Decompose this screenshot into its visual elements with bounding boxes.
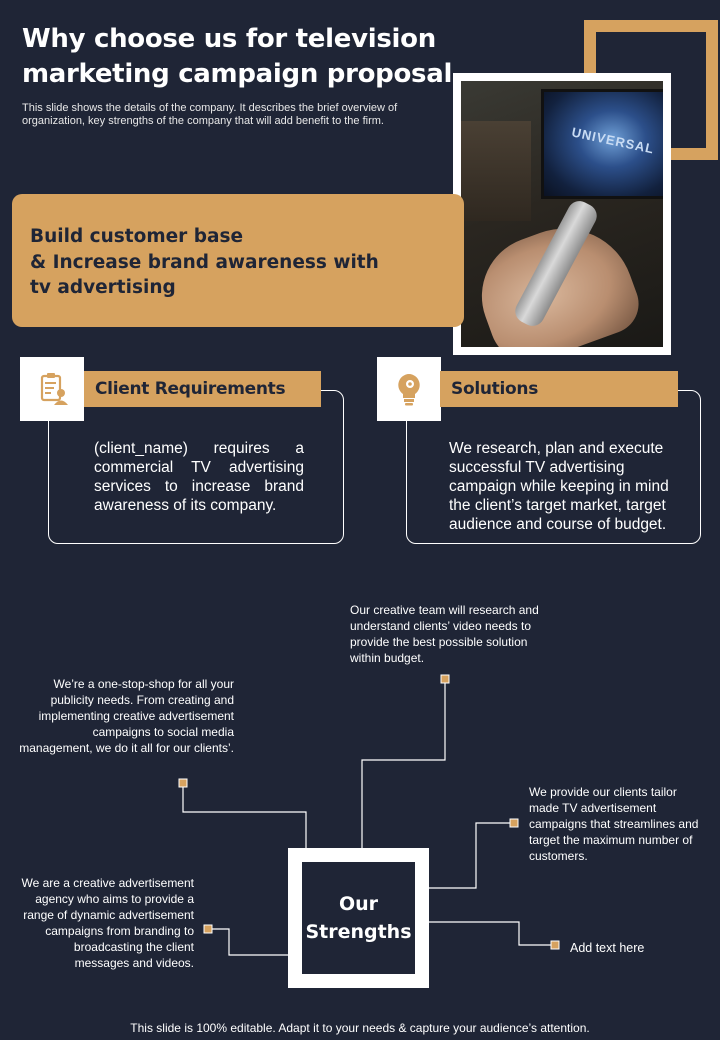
our-strengths-box: Our Strengths	[288, 848, 429, 988]
banner-line-3: tv advertising	[30, 277, 176, 298]
banner-line-1: Build customer base	[30, 226, 244, 247]
slide-footer: This slide is 100% editable. Adapt it to…	[130, 1021, 590, 1035]
client-requirements-icon-box	[20, 357, 84, 421]
solutions-text: We research, plan and execute successful…	[449, 440, 669, 533]
photo-content: UNIVERSAL	[461, 81, 663, 347]
photo-tv-screen	[541, 89, 663, 199]
marker-left-bottom	[203, 924, 213, 934]
strength-note-right: We provide our clients tailor made TV ad…	[529, 785, 699, 863]
highlight-banner	[12, 194, 464, 327]
photo-shelf	[461, 121, 531, 221]
tv-remote-photo: UNIVERSAL	[453, 73, 671, 355]
strength-note-add-text: Add text here	[570, 941, 645, 955]
slide-subtitle: This slide shows the details of the comp…	[22, 102, 398, 127]
banner-line-2: & Increase brand awareness with	[30, 251, 379, 273]
slide-title: Why choose us for television marketing c…	[22, 24, 453, 89]
strength-note-top: Our creative team will research and unde…	[350, 603, 539, 665]
strengths-title-line-1: Our	[338, 893, 379, 915]
strengths-title-line-2: Strengths	[305, 921, 412, 943]
marker-right	[509, 818, 519, 828]
strengths-connectors	[178, 674, 560, 956]
banner-heading: Build customer base & Increase brand awa…	[30, 224, 430, 301]
connector-left-top	[182, 783, 307, 848]
solutions-icon-box	[377, 357, 441, 421]
clipboard-person-icon	[40, 373, 68, 405]
our-strengths-title: Our Strengths	[302, 862, 415, 974]
solutions-label: Solutions	[440, 371, 678, 407]
client-requirements-label: Client Requirements	[84, 371, 321, 407]
marker-left-top	[178, 778, 188, 788]
lightbulb-gear-icon	[398, 374, 420, 406]
marker-top	[440, 674, 450, 684]
connector-top	[361, 679, 446, 848]
client-requirements-text: (client_name) requires a commercial TV a…	[94, 439, 304, 515]
connector-left-bottom	[208, 928, 288, 956]
client-requirements-text-body: (client_name) requires a commercial TV a…	[94, 440, 304, 514]
strength-note-left-bottom: We are a creative advertisement agency w…	[21, 876, 194, 970]
connector-right	[429, 822, 514, 889]
strength-note-left-top: We’re a one-stop-shop for all your publi…	[19, 677, 234, 755]
connector-add	[429, 921, 555, 946]
marker-add	[550, 940, 560, 950]
